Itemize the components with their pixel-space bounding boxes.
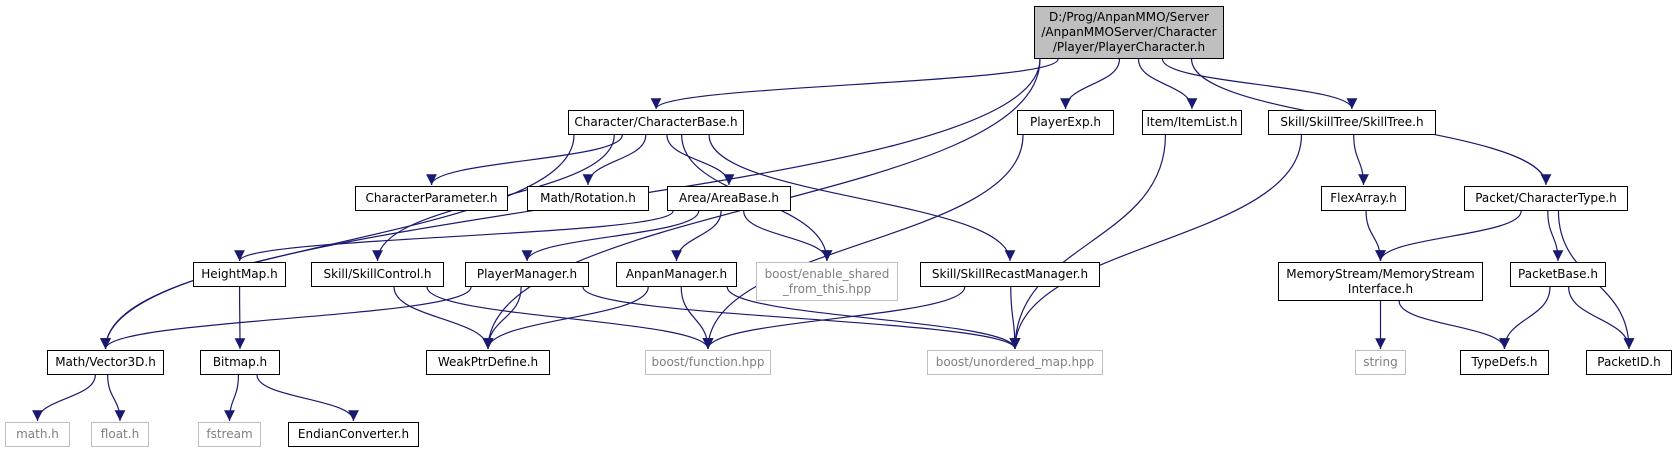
edge-memorystream-to-typedefs bbox=[1398, 300, 1510, 350]
edge-skillcontrol-to-weakptr bbox=[393, 286, 494, 350]
edge-flexarray-to-memorystream bbox=[1365, 210, 1386, 262]
edge-root-to-skilltree bbox=[1161, 58, 1358, 110]
node-memorystream-interface[interactable]: MemoryStream/MemoryStream Interface.h bbox=[1278, 262, 1483, 301]
node-characterparameter[interactable]: CharacterParameter.h bbox=[355, 186, 508, 211]
node-rotation[interactable]: Math/Rotation.h bbox=[527, 186, 649, 211]
node-characterbase[interactable]: Character/CharacterBase.h bbox=[568, 110, 744, 135]
node-heightmap[interactable]: HeightMap.h bbox=[193, 262, 286, 287]
edge-skilltree-to-flexarray bbox=[1353, 134, 1369, 186]
edge-skillrecast-to-function bbox=[702, 286, 966, 350]
node-playerexp[interactable]: PlayerExp.h bbox=[1017, 110, 1114, 135]
edge-playerexp-to-function bbox=[702, 134, 1024, 350]
node-math-h: math.h bbox=[5, 422, 70, 447]
node-charactertype[interactable]: Packet/CharacterType.h bbox=[1464, 186, 1628, 211]
edge-characterbase-to-characterparameter bbox=[426, 134, 623, 186]
edge-bitmap-to-fstream bbox=[224, 374, 240, 422]
node-bitmap[interactable]: Bitmap.h bbox=[200, 350, 280, 375]
edge-areabase-to-playermanager bbox=[521, 210, 700, 262]
node-boost-function: boost/function.hpp bbox=[645, 350, 771, 375]
node-skillcontrol[interactable]: Skill/SkillControl.h bbox=[311, 262, 444, 287]
node-enable-shared-from-this: boost/enable_shared _from_this.hpp bbox=[756, 262, 898, 301]
edge-areabase-to-anpanmanager bbox=[671, 210, 722, 262]
edge-playermanager-to-unorderedmap bbox=[582, 286, 1021, 350]
node-float-h: float.h bbox=[91, 422, 149, 447]
edge-characterbase-to-rotation bbox=[582, 134, 647, 186]
node-fstream: fstream bbox=[198, 422, 261, 447]
node-typedefs[interactable]: TypeDefs.h bbox=[1460, 350, 1549, 375]
edge-root-to-itemlist bbox=[1137, 58, 1198, 110]
edge-root-to-playerexp bbox=[1060, 58, 1121, 110]
edge-skillrecast-to-unorderedmap bbox=[1009, 286, 1021, 350]
edge-charactertype-to-memorystream bbox=[1375, 210, 1522, 262]
node-boost-unordered-map: boost/unordered_map.hpp bbox=[927, 350, 1103, 375]
edge-playermanager-to-vector3d bbox=[100, 286, 472, 350]
node-playermanager[interactable]: PlayerManager.h bbox=[465, 262, 589, 287]
edge-charactertype-to-packetbase bbox=[1547, 210, 1564, 262]
edge-characterbase-to-areabase bbox=[666, 134, 735, 186]
node-string: string bbox=[1355, 350, 1406, 375]
edge-packetbase-to-typedefs bbox=[1499, 286, 1551, 350]
edge-vector3d-to-float bbox=[107, 374, 126, 422]
node-skillrecastmanager[interactable]: Skill/SkillRecastManager.h bbox=[920, 262, 1100, 287]
node-itemlist[interactable]: Item/ItemList.h bbox=[1142, 110, 1242, 135]
edge-packetbase-to-packetid bbox=[1568, 286, 1635, 350]
edge-bitmap-to-endian bbox=[256, 374, 359, 422]
edge-areabase-to-enableshared bbox=[743, 210, 833, 262]
node-packetbase[interactable]: PacketBase.h bbox=[1510, 262, 1606, 287]
edge-anpanmanager-to-weakptr bbox=[482, 286, 649, 350]
edge-characterbase-to-vector3d bbox=[100, 134, 575, 350]
node-skilltree[interactable]: Skill/SkillTree/SkillTree.h bbox=[1268, 110, 1436, 135]
edge-vector3d-to-math bbox=[32, 374, 96, 422]
node-weakptrdefine[interactable]: WeakPtrDefine.h bbox=[426, 350, 550, 375]
edge-anpanmanager-to-function bbox=[680, 286, 714, 350]
node-root-playercharacter[interactable]: D:/Prog/AnpanMMO/Server /AnpanMMOServer/… bbox=[1034, 6, 1224, 59]
node-flexarray[interactable]: FlexArray.h bbox=[1321, 186, 1406, 211]
node-endianconverter[interactable]: EndianConverter.h bbox=[288, 422, 419, 447]
edge-root-to-characterbase bbox=[650, 58, 1059, 110]
edge-areabase-to-heightmap bbox=[234, 210, 674, 262]
node-areabase[interactable]: Area/AreaBase.h bbox=[667, 186, 791, 211]
edge-skilltree-to-unorderedmap bbox=[1009, 134, 1303, 350]
edge-anpanmanager-to-unorderedmap bbox=[726, 286, 1021, 350]
node-anpanmanager[interactable]: AnpanManager.h bbox=[616, 262, 737, 287]
node-packetid[interactable]: PacketID.h bbox=[1586, 350, 1672, 375]
edge-itemlist-to-unorderedmap bbox=[1009, 134, 1167, 350]
node-vector3d[interactable]: Math/Vector3D.h bbox=[47, 350, 164, 375]
edge-characterbase-to-skillrecast bbox=[708, 134, 1016, 262]
